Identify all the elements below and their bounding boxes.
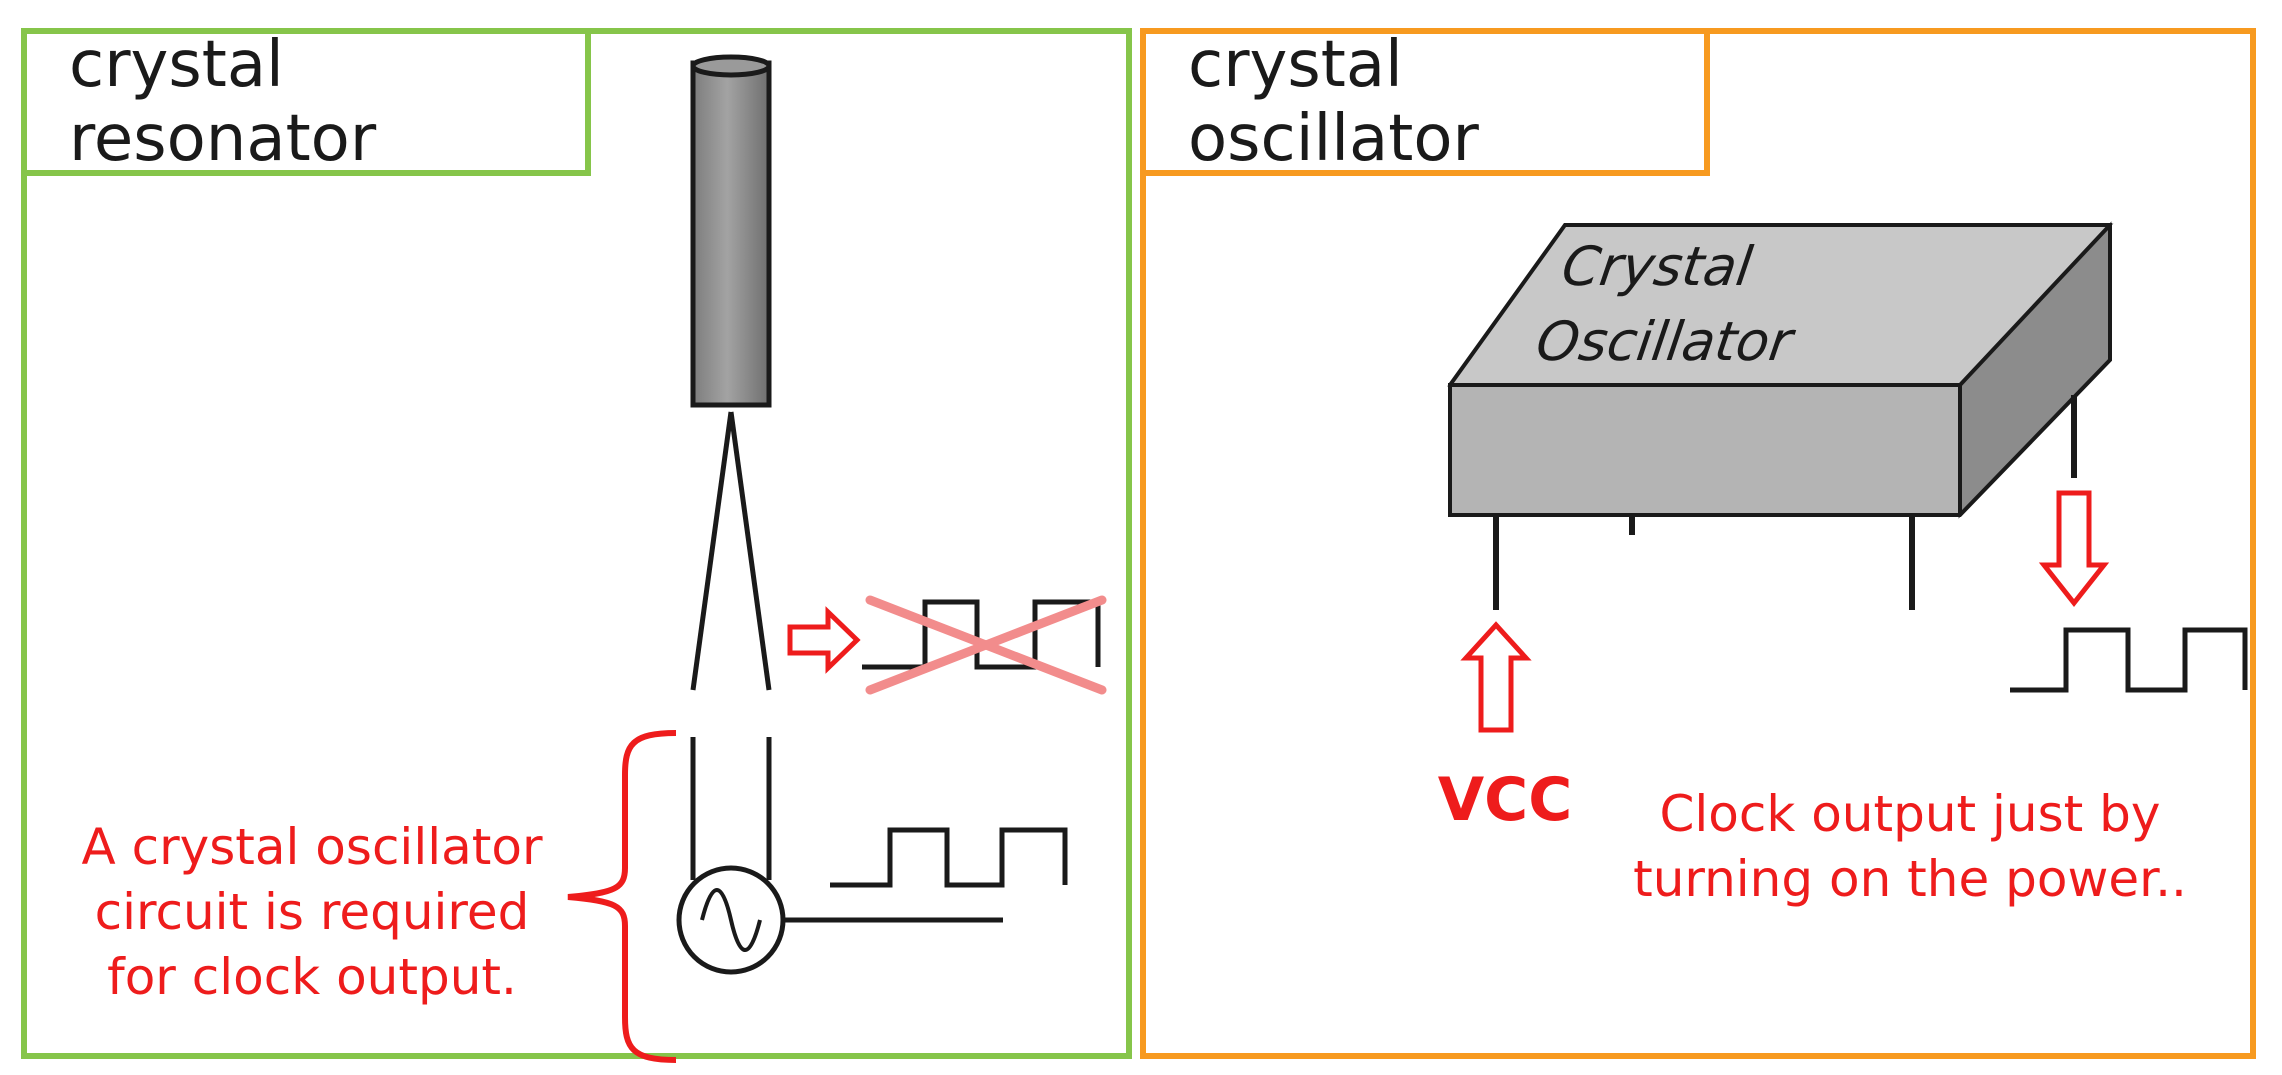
arrow-right-icon <box>787 606 861 674</box>
vcc-label: VCC <box>1437 765 1573 835</box>
chip-pins <box>1493 395 2077 610</box>
resonator-note-line2: circuit is required <box>94 883 530 941</box>
oscillator-chip: Crystal Oscillator <box>1447 221 2114 519</box>
crossed-square-wave <box>862 599 1101 670</box>
resonator-cylinder <box>690 54 772 408</box>
resonator-note-line1: A crystal oscillator <box>81 818 543 876</box>
curly-brace-icon <box>567 730 677 1063</box>
crystal-oscillator-title-text: crystal oscillator <box>1188 28 1479 176</box>
oscillator-note-line2: turning on the power.. <box>1633 850 2187 908</box>
chip-label-line2: Oscillator <box>1533 310 1800 373</box>
chip-label-line1: Crystal <box>1558 235 1756 298</box>
vcc-arrow-up-icon <box>1460 621 1532 733</box>
crystal-resonator-title: crystal resonator <box>21 28 591 176</box>
crystal-resonator-title-text: crystal resonator <box>69 28 377 176</box>
cross-mark-icon <box>865 595 1107 695</box>
output-square-wave <box>830 827 1068 888</box>
resonator-leads <box>690 411 772 880</box>
output-arrow-down-icon <box>2038 490 2110 608</box>
resonator-note-line3: for clock output. <box>107 948 517 1006</box>
crystal-oscillator-title: crystal oscillator <box>1140 28 1710 176</box>
oscillator-note-line1: Clock output just by <box>1659 785 2161 843</box>
clock-square-wave <box>2010 627 2248 693</box>
oscillator-note: Clock output just by turning on the powe… <box>1595 782 2225 912</box>
resonator-note: A crystal oscillator circuit is required… <box>72 815 552 1010</box>
ac-source-icon <box>676 865 786 975</box>
